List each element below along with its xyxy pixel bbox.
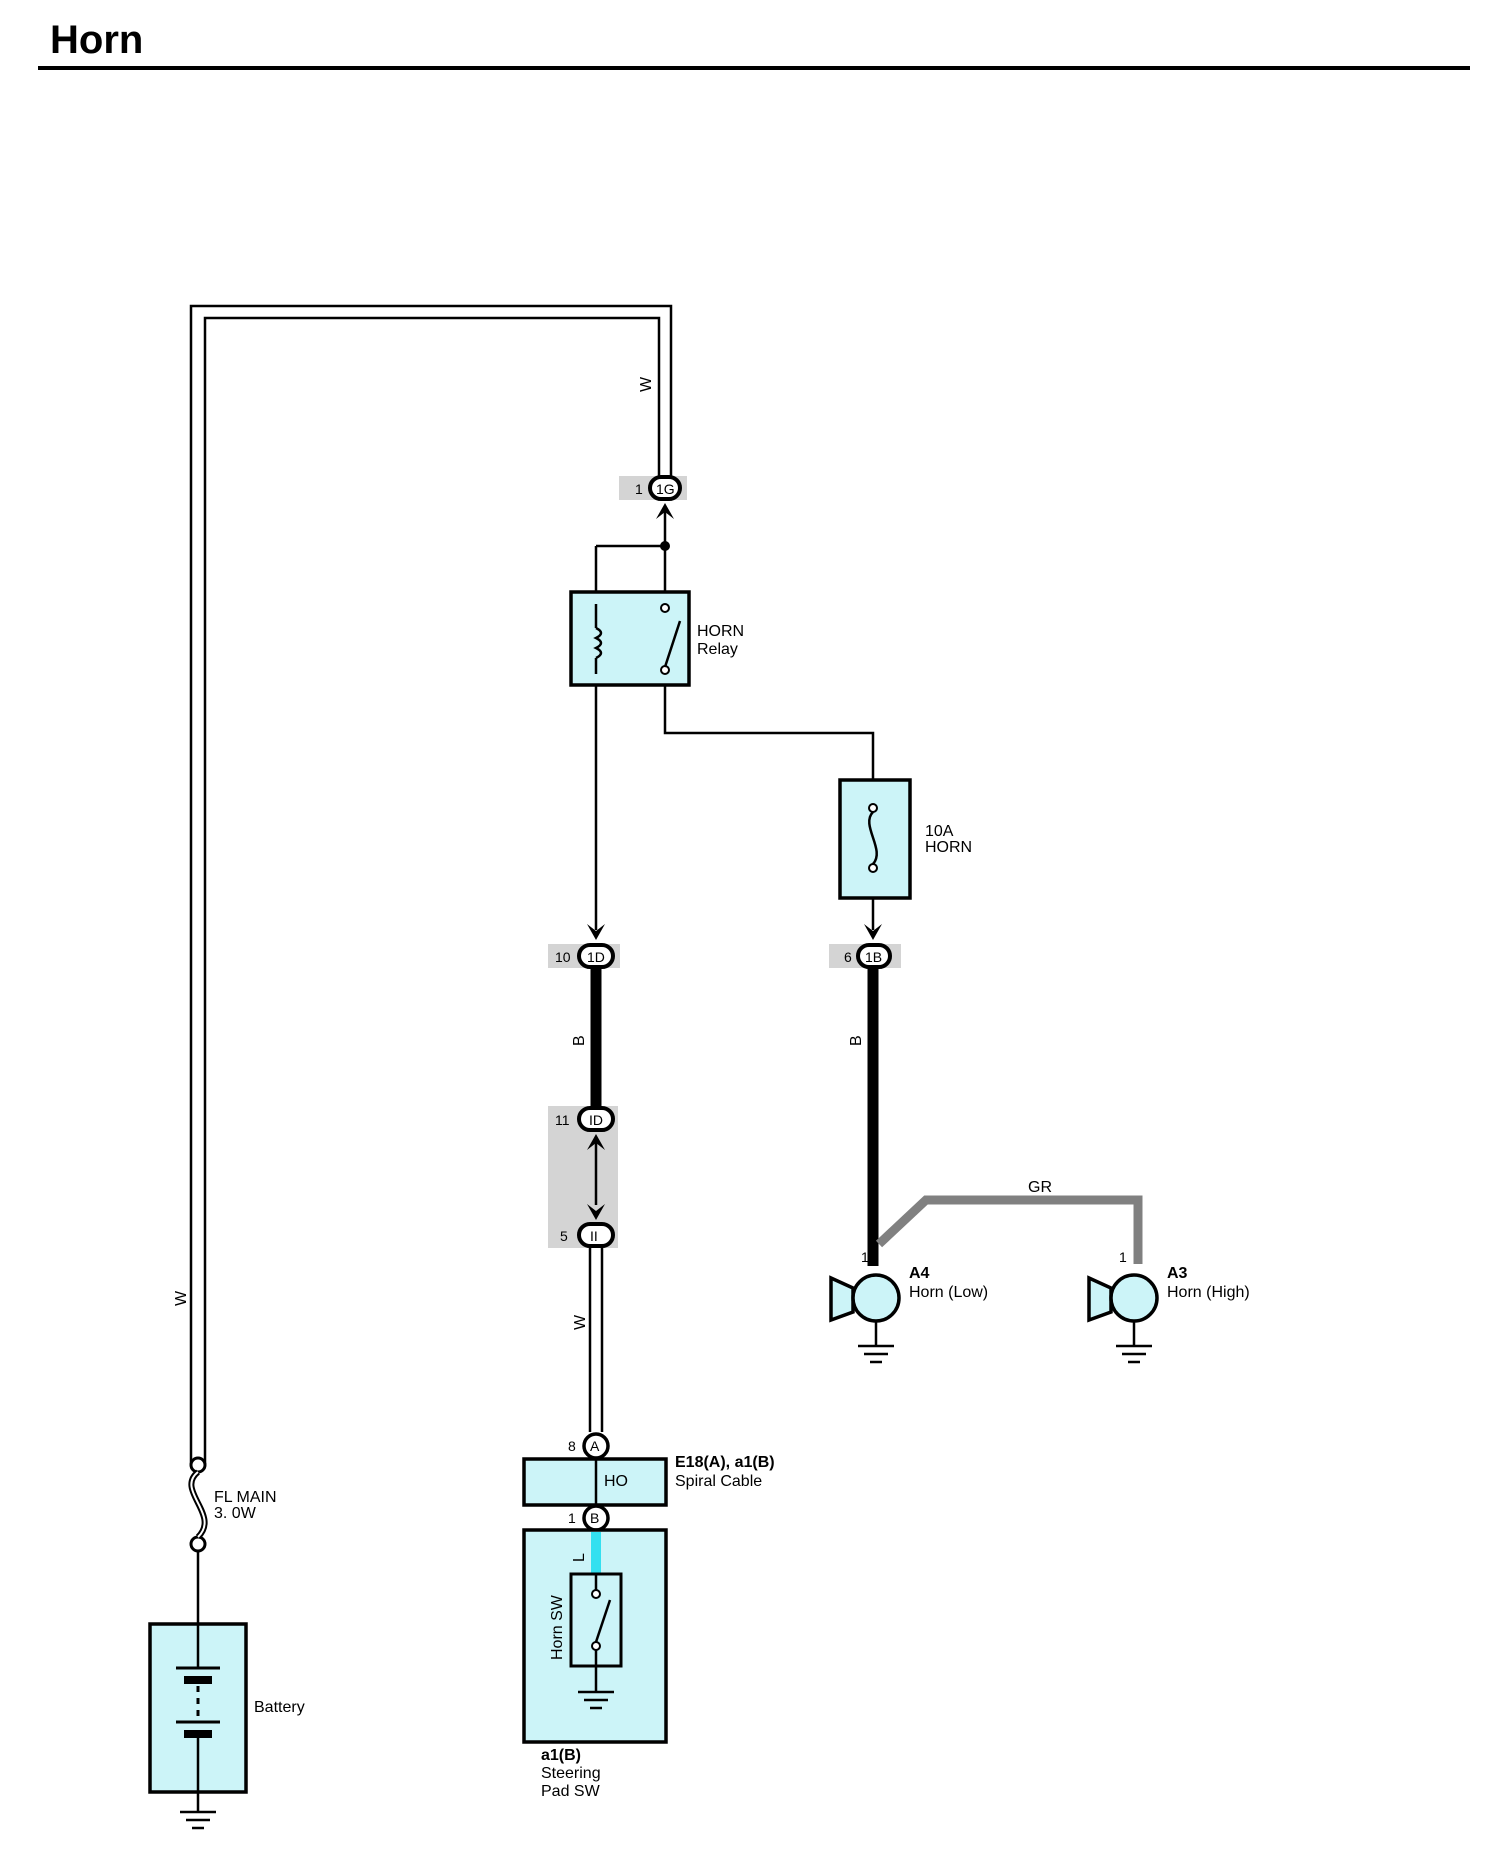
connector-1g-pin: 1 xyxy=(635,481,643,497)
arrow-up-icon xyxy=(587,1134,605,1150)
title-rule xyxy=(38,66,1470,70)
connector-1b-6-pin: 6 xyxy=(844,949,852,965)
connector-id-11-pin: 11 xyxy=(555,1112,570,1128)
spiral-terminal-ho: HO xyxy=(604,1473,628,1490)
connector-1g: 1 1G xyxy=(619,475,687,519)
fl-main-label-2: 3. 0W xyxy=(214,1505,257,1522)
connector-id-11-id: ID xyxy=(589,1112,603,1128)
connector-1g-id: 1G xyxy=(656,481,675,497)
connector-1b-6-id: 1B xyxy=(865,949,882,965)
wire-label-w-top: W xyxy=(638,376,655,392)
fl-main-label-1: FL MAIN xyxy=(214,1489,277,1506)
arrow-down-icon xyxy=(587,1204,605,1220)
horn-low-icon xyxy=(829,1273,901,1364)
wire-label-gr: GR xyxy=(1028,1179,1052,1196)
horn-sw-label: Horn SW xyxy=(549,1594,566,1660)
wire-w-lower xyxy=(588,1246,604,1432)
steering-pad-line2: Pad SW xyxy=(541,1783,601,1800)
horn-relay-label-2: Relay xyxy=(697,641,738,658)
connector-1b-6: 6 1B xyxy=(829,924,901,969)
connector-1d-10-id: 1D xyxy=(587,949,605,965)
spiral-pin-1: 1 xyxy=(568,1510,576,1526)
connector-block-id-ii: 11 ID 5 II xyxy=(548,1106,618,1248)
horn-low-pin: 1 xyxy=(861,1249,869,1265)
horn-low-name: Horn (Low) xyxy=(909,1284,988,1301)
wire-label-b-right: B xyxy=(848,1035,865,1046)
horn-high-name: Horn (High) xyxy=(1167,1284,1250,1301)
fuse-10a-horn xyxy=(838,778,912,930)
spiral-conn-a: A xyxy=(590,1438,600,1454)
arrow-up-icon xyxy=(656,503,674,519)
spiral-pin-8: 8 xyxy=(568,1438,576,1454)
fl-main-fusible-link xyxy=(188,1456,208,1624)
wire-w-main xyxy=(189,304,673,1464)
horn-high-icon xyxy=(1087,1273,1159,1364)
spiral-cable xyxy=(522,1432,668,1532)
horn-high-code: A3 xyxy=(1167,1265,1188,1282)
horn-relay xyxy=(569,590,691,687)
spiral-name: Spiral Cable xyxy=(675,1473,762,1490)
spiral-code: E18(A), a1(B) xyxy=(675,1454,775,1471)
arrow-down-icon xyxy=(864,924,882,940)
horn-relay-label-1: HORN xyxy=(697,623,744,640)
wire-label-l: L xyxy=(571,1553,588,1562)
wire-label-w-left: W xyxy=(173,1290,190,1306)
arrow-down-icon xyxy=(587,924,605,940)
connector-1d-10-pin: 10 xyxy=(555,949,571,965)
steering-pad-line1: Steering xyxy=(541,1765,601,1782)
connector-ii-5-id: II xyxy=(590,1228,598,1244)
horn-high-pin: 1 xyxy=(1119,1249,1127,1265)
horn-low-code: A4 xyxy=(909,1265,930,1282)
connector-1d-10: 10 1D xyxy=(548,924,620,969)
wire-gr xyxy=(875,1195,1143,1264)
battery-label: Battery xyxy=(254,1699,305,1716)
relay-wiring xyxy=(594,512,875,930)
steering-pad-sw xyxy=(522,1528,668,1744)
junction-dot xyxy=(660,541,670,551)
wire-label-b-left: B xyxy=(571,1035,588,1046)
page-title: Horn xyxy=(50,18,144,62)
fuse-horn-label-1: 10A xyxy=(925,823,954,840)
spiral-conn-b: B xyxy=(590,1510,599,1526)
fuse-horn-label-2: HORN xyxy=(925,839,972,856)
battery xyxy=(148,1622,248,1830)
steering-pad-code: a1(B) xyxy=(541,1747,581,1764)
wire-label-w-lower: W xyxy=(572,1314,589,1330)
connector-ii-5-pin: 5 xyxy=(560,1228,568,1244)
